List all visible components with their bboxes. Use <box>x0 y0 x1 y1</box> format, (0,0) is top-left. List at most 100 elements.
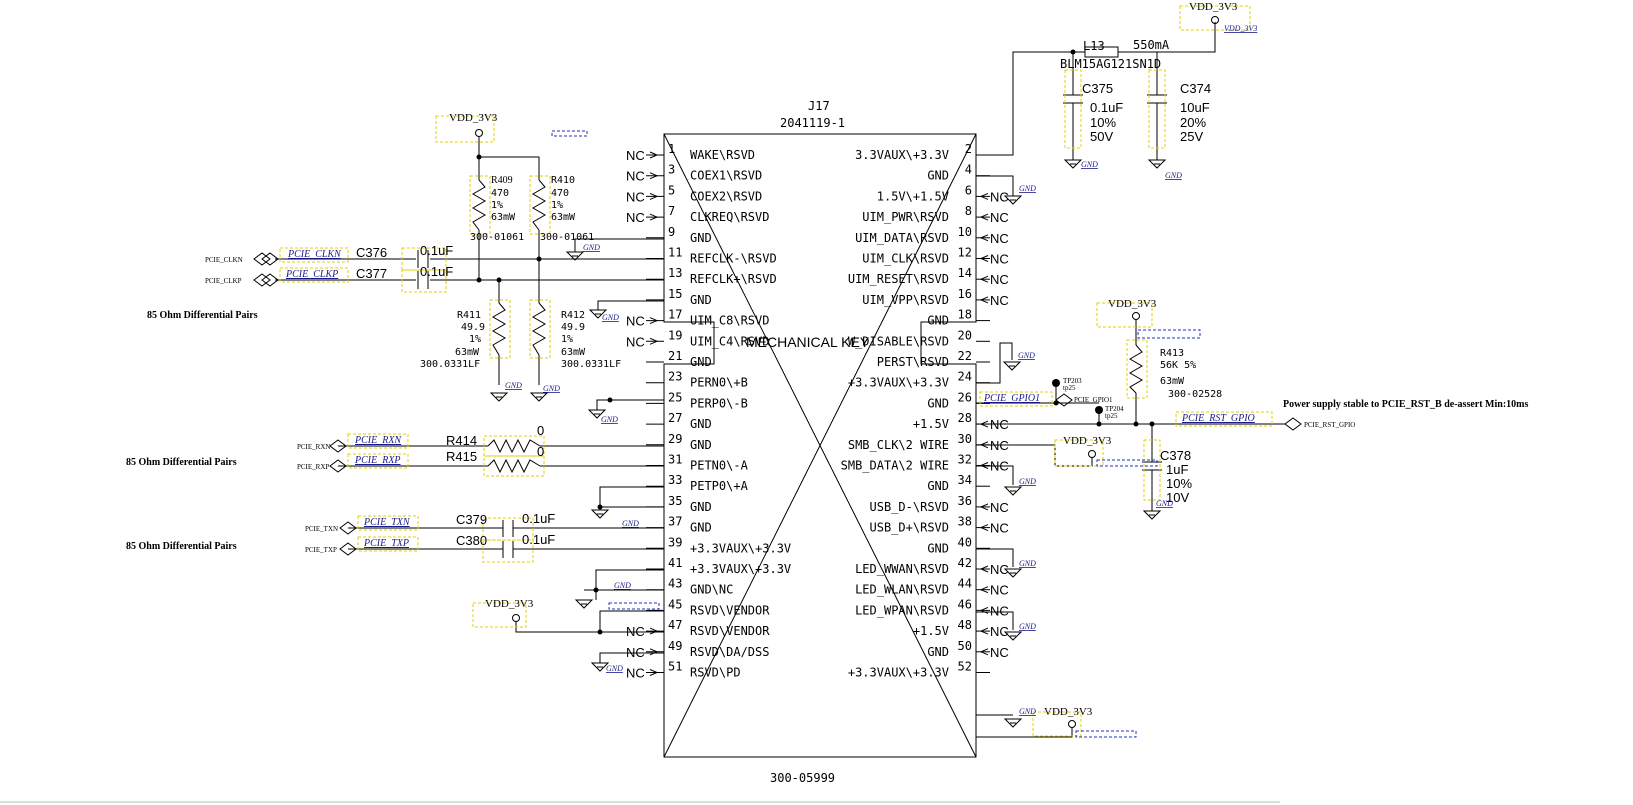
nc-label: NC <box>626 189 645 204</box>
pin-name: COEX1\RSVD <box>690 169 762 183</box>
dashed-net <box>1075 730 1137 738</box>
pin-number: 17 <box>668 308 682 322</box>
pin-name: 3.3VAUX\+3.3V <box>855 148 949 162</box>
ground-triangle <box>1142 510 1162 520</box>
port-label: PCIE_GPIO1 <box>1074 396 1113 404</box>
capacitor-c379: C379 0.1uF <box>456 511 555 541</box>
ground-label: GND <box>622 519 639 528</box>
junction <box>1149 421 1155 427</box>
port-label: PCIE_TXP <box>305 546 337 554</box>
capacitor-c376: C376 0.1uF <box>356 243 453 271</box>
nc-marker <box>649 648 659 656</box>
wire-gnd-21 <box>596 399 664 410</box>
net-label: PCIE_RXP <box>354 455 401 466</box>
power-vdd-top-right: VDD_3V3 VDD_3V3 <box>1179 1 1257 33</box>
resistor-r413-body <box>1129 344 1143 394</box>
pin-name: UIM_DATA\RSVD <box>855 231 949 245</box>
outline <box>469 175 491 235</box>
pin-number: 14 <box>958 266 972 280</box>
outline <box>1096 302 1153 328</box>
r409-ref: R409 <box>491 175 513 186</box>
pin-name: GND <box>690 417 712 431</box>
dashed-net <box>1137 329 1201 339</box>
outline <box>472 602 527 628</box>
junction <box>476 277 482 283</box>
wire-r409-r410-top <box>478 137 540 180</box>
port-label: PCIE_CLKN <box>205 256 243 264</box>
wires <box>275 22 1285 738</box>
pin-number: 5 <box>668 183 675 197</box>
nc-marker <box>979 586 989 594</box>
connector-j17: J17 2041119-1 300-05999 MECHANICAL KEY 1… <box>626 99 1009 785</box>
pin-name: PERST\RSVD <box>877 355 949 369</box>
ground-label: GND <box>1156 499 1173 508</box>
pin-row-20: 20W_DISABLE\RSVD <box>848 328 990 348</box>
nc-label: NC <box>990 583 1009 598</box>
ground-label: GND <box>614 581 631 590</box>
net-label: PCIE_CLKN <box>287 249 342 260</box>
port-symbol <box>261 273 279 287</box>
r410-part: 300-01061 <box>540 232 594 243</box>
nc-marker <box>649 337 659 345</box>
r413-ref: R413 <box>1160 348 1184 359</box>
c378-tol: 10% <box>1166 476 1192 491</box>
power-label: VDD_3V3 <box>449 112 498 124</box>
dashed-net <box>1096 459 1158 467</box>
nc-marker <box>649 669 659 676</box>
ground-symbol: GND <box>529 384 560 402</box>
pin-number: 4 <box>965 163 972 177</box>
resistor-r412: R412 49.9 1% 63mW 300.0331LF <box>529 299 621 370</box>
pin-number: 7 <box>668 204 675 218</box>
port-label: PCIE_RXN <box>297 443 330 451</box>
connector-part-number: 2041119-1 <box>780 116 845 130</box>
resistor-r414-body <box>487 438 541 454</box>
port-symbol <box>339 521 357 535</box>
pin-number: 15 <box>668 287 682 301</box>
pin-number: 26 <box>958 390 972 404</box>
net-label: PCIE_RXN <box>354 435 402 446</box>
testpoint-dot <box>1052 379 1060 387</box>
pin-row-41: 41+3.3VAUX\+3.3V <box>646 556 791 576</box>
junction <box>496 277 502 283</box>
pin-number: 45 <box>668 597 682 611</box>
resistor-r415-body <box>487 458 541 474</box>
port-symbol <box>339 542 357 556</box>
nc-marker <box>979 627 989 635</box>
c375-value: 0.1uF <box>1090 100 1123 115</box>
ground-symbol: GND <box>489 381 522 402</box>
resistor-r409: R409 470 1% 63mW 300-01061 <box>469 175 524 243</box>
pin-name: UIM_CLK\RSVD <box>862 252 949 266</box>
ground-triangle <box>1002 361 1022 371</box>
port-pcie-txp: PCIE_TXP PCIE_TXP <box>305 536 419 556</box>
pin-number: 6 <box>965 183 972 197</box>
power-vdd-24: VDD_3V3 <box>1054 435 1158 467</box>
r410-tol: 1% <box>551 200 563 211</box>
junction-dots <box>476 49 1155 635</box>
capacitor-c378: C378 1uF 10% 10V <box>1142 439 1192 505</box>
nc-marker <box>979 213 989 221</box>
resistor-r414: R414 0 <box>446 423 545 457</box>
outline <box>483 455 545 477</box>
junction <box>607 397 613 403</box>
pin-number: 46 <box>958 597 972 611</box>
outline <box>357 536 419 552</box>
pin-number: 31 <box>668 453 682 467</box>
note-diff-pairs-tx: 85 Ohm Differential Pairs <box>126 541 237 552</box>
nc-label: NC <box>990 231 1009 246</box>
